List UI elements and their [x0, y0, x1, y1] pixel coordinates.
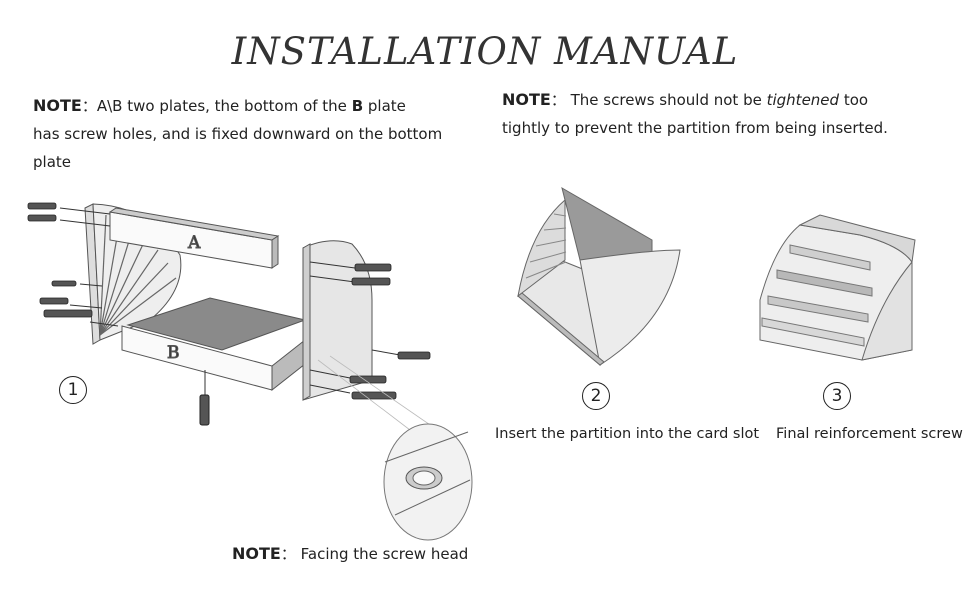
final-assembly-figure	[760, 215, 915, 360]
insert-partition-figure	[518, 188, 680, 365]
exploded-assembly-figure: A B	[28, 203, 472, 540]
plate-b-label: B	[167, 343, 180, 363]
plate-a-label: A	[187, 233, 201, 253]
